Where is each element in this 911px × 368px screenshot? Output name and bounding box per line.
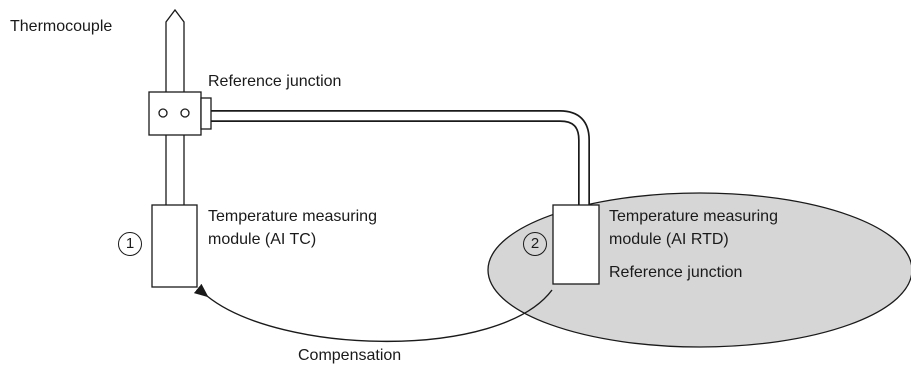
module-ai-tc <box>151 204 198 288</box>
marker-tc: 1 <box>118 232 142 256</box>
marker-rtd: 2 <box>523 232 547 256</box>
module-rtd-label-line1: Temperature measuring <box>609 208 778 225</box>
module-ai-rtd <box>552 204 600 285</box>
reference-junction-block <box>148 91 202 136</box>
reference-junction-label: Reference junction <box>208 73 342 90</box>
terminal-right <box>180 108 190 118</box>
module-tc-label-line1: Temperature measuring <box>208 208 377 225</box>
rtd-reference-junction-label: Reference junction <box>609 264 743 281</box>
terminal-left <box>158 108 168 118</box>
reference-junction-tab <box>200 97 212 130</box>
compensating-cable <box>205 110 590 205</box>
module-tc-label-line2: module (AI TC) <box>208 231 317 248</box>
thermocouple-label: Thermocouple <box>10 18 113 35</box>
module-rtd-label-line2: module (AI RTD) <box>609 231 729 248</box>
compensation-label: Compensation <box>298 347 402 364</box>
compensation-arrow <box>193 283 553 342</box>
